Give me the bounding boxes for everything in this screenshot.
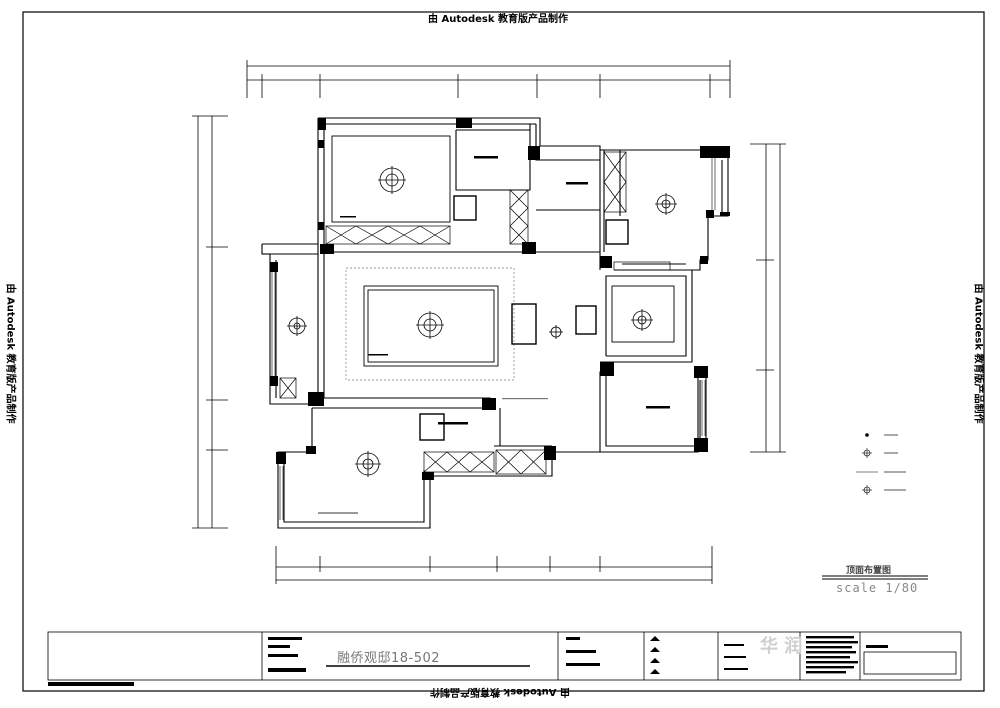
- project-name: 融侨观邸18-502: [337, 651, 441, 666]
- dimension-lines: [192, 60, 786, 584]
- ceiling-lamp-icon: [378, 166, 406, 194]
- designer-stamp: 华 润: [760, 636, 803, 657]
- windows: [271, 158, 716, 520]
- legend-text-marks: [884, 434, 906, 491]
- ceiling-lamp-icon: [416, 311, 444, 339]
- ceiling-lamp-icon: [287, 316, 307, 336]
- fittings: [419, 195, 629, 441]
- plan-title-underline: [822, 575, 928, 580]
- ceiling-lamp-icon: [355, 451, 381, 477]
- watermark-left: 由 Autodesk 教育版产品制作: [4, 283, 16, 424]
- watermark-bottom: 由 Autodesk 教育版产品制作: [430, 686, 571, 697]
- light-fixtures: [287, 166, 677, 477]
- ceiling-lamp-icon: [549, 325, 563, 339]
- title-block-fills: [48, 636, 888, 686]
- outer-frame: [22, 11, 985, 692]
- ceiling-lamp-icon: [631, 309, 653, 331]
- legend: [856, 433, 878, 495]
- wardrobes: [279, 151, 671, 475]
- plan-title: 顶面布置图: [846, 566, 892, 576]
- title-block: [47, 631, 962, 681]
- annotation-marks: [318, 156, 670, 514]
- plan-scale: scale 1/80: [836, 581, 919, 595]
- watermark-right: 由 Autodesk 教育版产品制作: [972, 283, 984, 424]
- watermark-top: 由 Autodesk 教育版产品制作: [428, 14, 569, 25]
- structural-columns: [270, 118, 730, 480]
- ceiling-outlines: [331, 135, 675, 381]
- ceiling-lamp-icon: [655, 193, 677, 215]
